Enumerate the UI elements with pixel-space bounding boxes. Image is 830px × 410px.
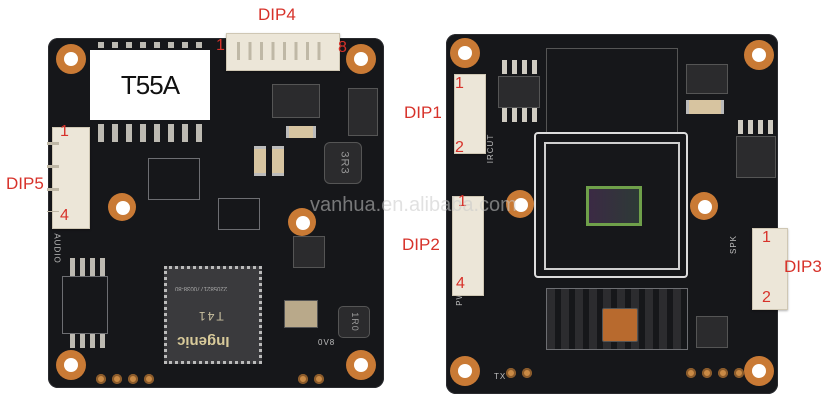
ic-component: [696, 316, 728, 348]
solder-pad: [506, 368, 516, 378]
dip3-pin-end: 2: [762, 289, 771, 306]
mounting-hole: [690, 192, 718, 220]
solder-pad: [298, 374, 308, 384]
ic-component: [736, 136, 776, 178]
inductor: 1R0: [338, 306, 370, 338]
capacitor: [686, 100, 724, 114]
header-pins-top: [98, 42, 208, 48]
lens-mount-outline: [534, 132, 688, 278]
ic-pins: [502, 108, 538, 122]
dip5-pin-end: 4: [60, 207, 69, 224]
mounting-hole: [346, 44, 376, 74]
watermark: vanhua.en.alibaba.com: [310, 194, 517, 216]
dip4-pin-end: 8: [338, 39, 347, 56]
dip4-connector: [226, 33, 340, 71]
dip1-pin-end: 2: [455, 139, 464, 156]
solder-pad: [734, 368, 744, 378]
mounting-hole: [450, 356, 480, 386]
left-pcb-board: T55A 3R3 1R0 0V8 2205821770038-80 T41 In…: [48, 38, 384, 388]
dip4-pin-start: 1: [216, 37, 225, 54]
dip4-label: DIP4: [258, 5, 296, 24]
connector-pins: [47, 142, 59, 212]
component-outline: [148, 158, 200, 200]
mounting-hole: [56, 350, 86, 380]
mounting-hole: [56, 44, 86, 74]
silkscreen-spk: SPK: [729, 234, 739, 255]
capacitor: [272, 146, 284, 176]
dip5-connector: [47, 127, 90, 229]
mounting-hole: [346, 350, 376, 380]
ic-pins: [70, 334, 110, 348]
lens-mount-outline-top: [546, 48, 678, 134]
ingenic-t41-soc: 2205821770038-80 T41 Ingenic: [164, 266, 262, 364]
mounting-hole: [108, 193, 136, 221]
dip3-pin-start: 1: [762, 229, 771, 246]
ic-component: [498, 76, 540, 108]
capacitor: [286, 126, 316, 138]
header-pins-bottom: [98, 124, 208, 142]
component-outline: [62, 276, 108, 334]
capacitor: [254, 146, 266, 176]
solder-pad: [96, 374, 106, 384]
solder-pad: [144, 374, 154, 384]
solder-pad: [314, 374, 324, 384]
dip1-connector: [454, 74, 486, 154]
diode-component: [348, 88, 378, 136]
solder-pad: [702, 368, 712, 378]
connector-pins: [237, 42, 329, 60]
ic-pins: [738, 120, 774, 134]
solder-pad: [686, 368, 696, 378]
dip3-connector: [752, 228, 788, 310]
mounting-hole: [744, 356, 774, 386]
dip3-label: DIP3: [784, 257, 822, 276]
ic-pins: [502, 60, 538, 74]
solder-pad: [128, 374, 138, 384]
solder-pad: [112, 374, 122, 384]
crystal: [284, 300, 318, 328]
chip-marking: 2205821770038-80: [175, 285, 228, 291]
dip5-label: DIP5: [6, 174, 44, 193]
dip1-pin-start: 1: [455, 75, 464, 92]
solder-pad: [522, 368, 532, 378]
inductor: 3R3: [324, 142, 362, 184]
inductor-marking: 3R3: [338, 151, 351, 175]
dip2-label: DIP2: [402, 235, 440, 254]
mounting-hole: [288, 208, 316, 236]
mounting-hole: [506, 190, 534, 218]
inductor-marking: 1R0: [349, 312, 360, 332]
dip2-connector: [452, 196, 484, 296]
lens-mount-inner: [544, 142, 680, 270]
solder-pad: [718, 368, 728, 378]
dip1-label: DIP1: [404, 103, 442, 122]
silkscreen-tx: TX: [494, 372, 507, 381]
ic-component: [272, 84, 320, 118]
silkscreen-0v8: 0V8: [318, 338, 336, 347]
right-pcb-board: IRCUT PWM SPK TX: [446, 34, 778, 394]
ic-pins: [70, 258, 110, 276]
chip-model: T41: [197, 309, 224, 323]
component-outline: [218, 198, 260, 230]
image-sensor: [586, 186, 642, 226]
dip2-pin-end: 4: [456, 275, 465, 292]
dip5-pin-start: 1: [60, 123, 69, 140]
mounting-hole: [450, 38, 480, 68]
potentiometer: [602, 308, 638, 342]
module-label: T55A: [90, 50, 210, 120]
dip2-pin-start: 1: [458, 193, 467, 210]
ic-component: [293, 236, 325, 268]
chip-brand: Ingenic: [177, 333, 230, 350]
silkscreen-audio: AUDIO: [52, 233, 62, 264]
mounting-hole: [744, 40, 774, 70]
silkscreen-ircut: IRCUT: [486, 133, 496, 164]
regulator: [686, 64, 728, 94]
